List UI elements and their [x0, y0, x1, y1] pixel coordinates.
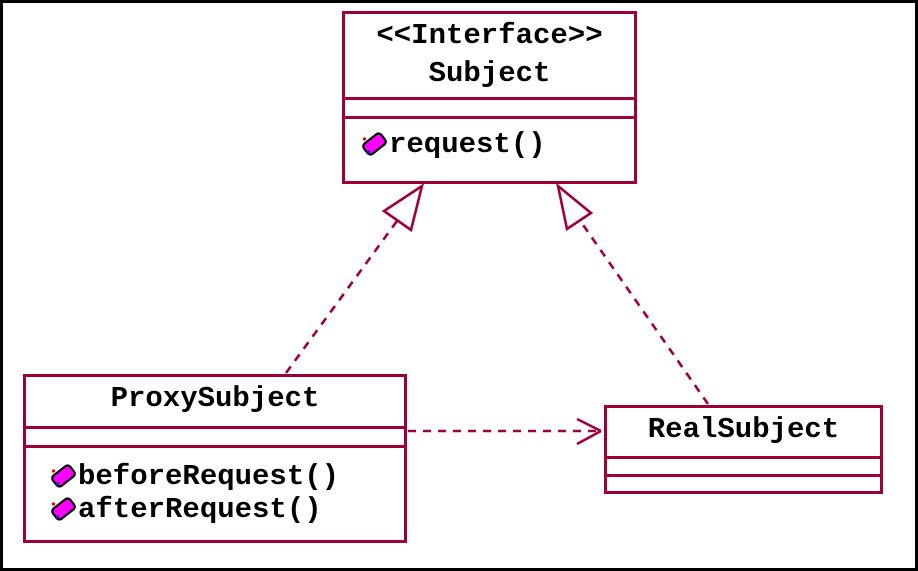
hollow-triangle-arrowhead: [381, 183, 425, 233]
realization-arrow-realsubject-to-subject: [555, 182, 710, 405]
method-row: afterRequest(): [50, 493, 404, 526]
subject-methods-compartment: request(): [345, 116, 634, 181]
method-brick-icon: [362, 132, 387, 156]
realsubject-class-name: RealSubject: [647, 413, 840, 446]
method-label: request(): [389, 128, 546, 161]
realsubject-methods-compartment: [607, 474, 880, 491]
proxysubject-title-compartment: ProxySubject: [26, 377, 404, 426]
method-label: afterRequest(): [78, 493, 322, 526]
realsubject-title-compartment: RealSubject: [607, 408, 880, 456]
realsubject-attributes-compartment: [607, 456, 880, 474]
subject-attributes-compartment: [345, 97, 634, 116]
hollow-triangle-arrowhead: [555, 182, 594, 232]
method-brick-icon: [51, 497, 76, 521]
class-box-proxysubject: ProxySubject beforeRequest(): [23, 374, 407, 543]
dependency-arrow-proxysubject-to-realsubject: [408, 417, 602, 446]
method-row: request(): [361, 128, 634, 161]
realization-arrow-proxysubject-to-subject: [284, 183, 425, 374]
class-box-subject: <<Interface>> Subject request(): [342, 11, 637, 184]
open-arrowhead: [576, 417, 602, 446]
subject-class-name: Subject: [428, 57, 551, 90]
proxysubject-class-name: ProxySubject: [110, 382, 320, 415]
method-brick-icon: [51, 464, 76, 488]
method-row: beforeRequest(): [50, 460, 404, 493]
proxysubject-methods-compartment: beforeRequest() afterRequest(): [26, 445, 404, 540]
class-box-realsubject: RealSubject: [604, 405, 883, 494]
subject-stereotype: <<Interface>>: [376, 19, 603, 52]
method-label: beforeRequest(): [78, 460, 340, 493]
subject-title-compartment: <<Interface>> Subject: [345, 14, 634, 97]
proxysubject-attributes-compartment: [26, 426, 404, 445]
